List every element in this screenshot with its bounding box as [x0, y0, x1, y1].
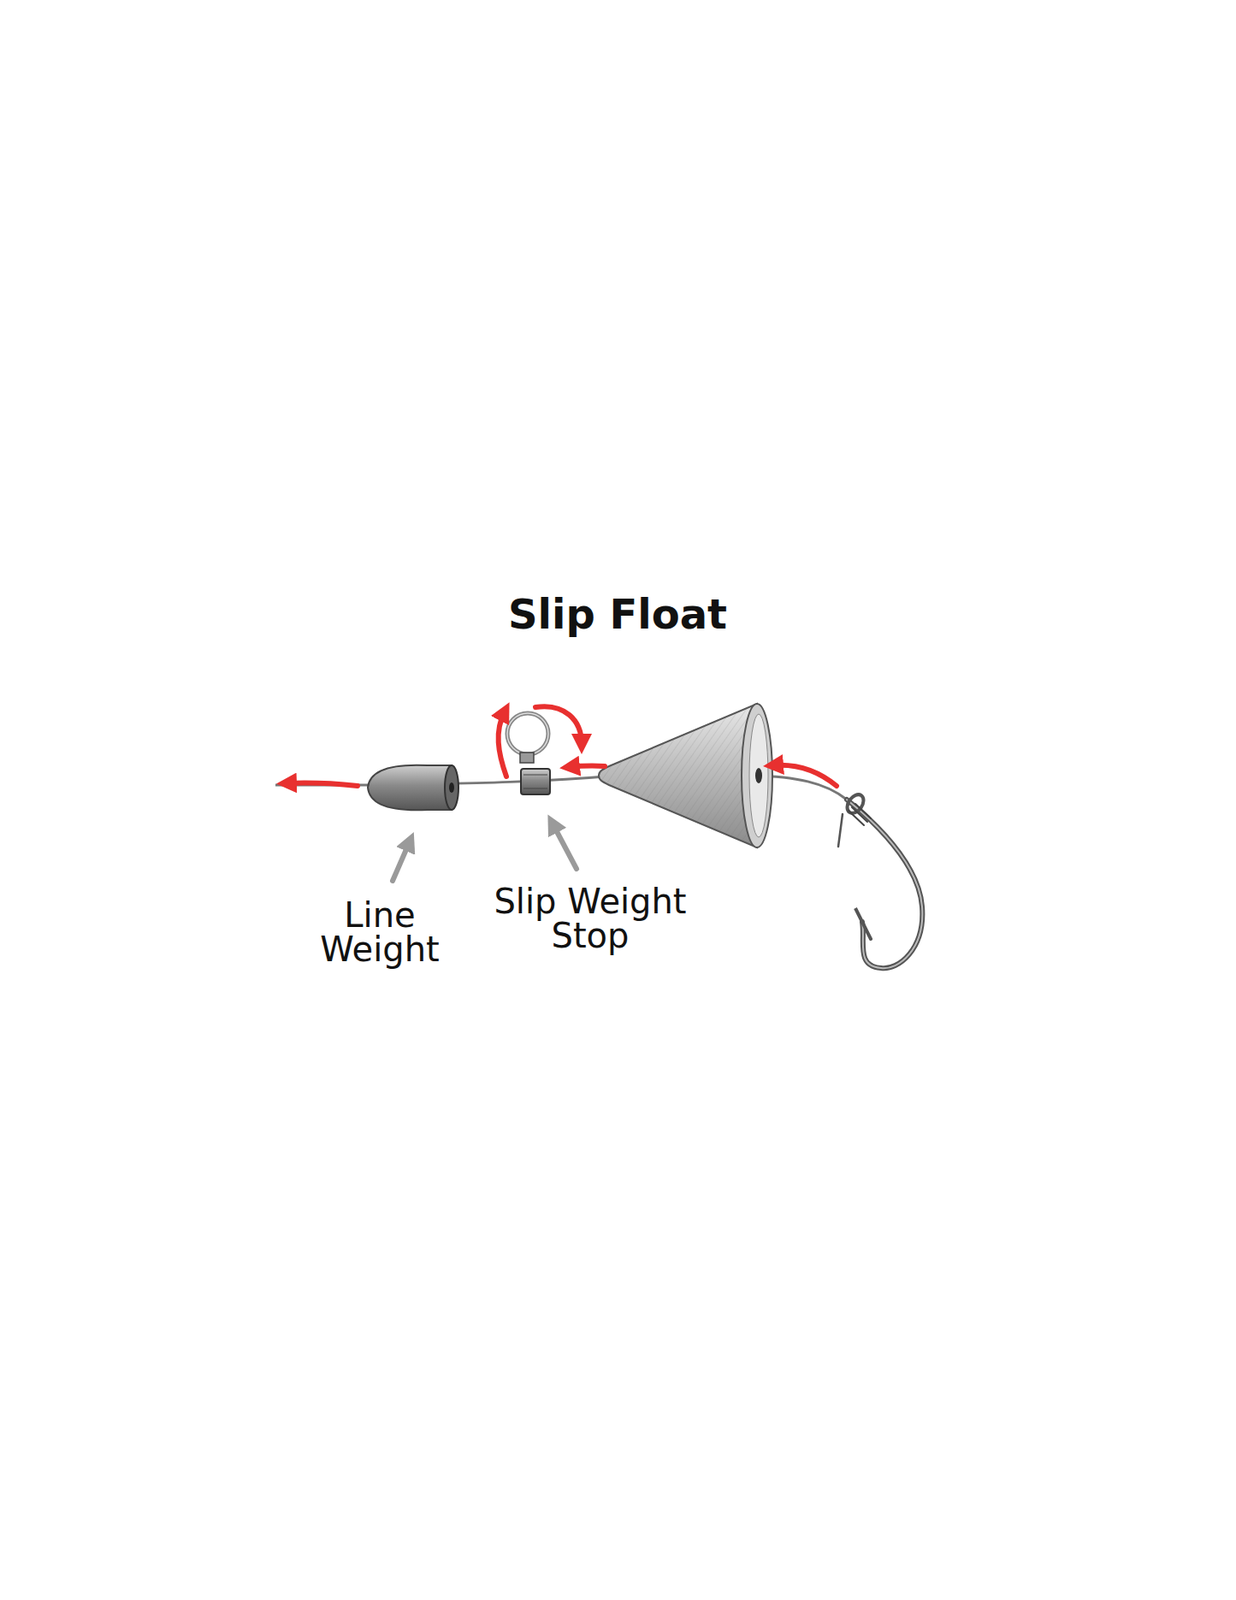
- leader-arrows: [392, 823, 577, 882]
- fish-hook: [838, 792, 923, 970]
- threading-arrows: [286, 706, 837, 787]
- slip-weight-stop: [507, 713, 550, 795]
- part-label: Line Weight: [315, 898, 444, 967]
- part-label: Slip Weight Stop: [461, 884, 719, 953]
- slip-float: [598, 703, 773, 848]
- line-weight: [367, 765, 459, 811]
- diagram-title: Slip Float: [403, 590, 832, 639]
